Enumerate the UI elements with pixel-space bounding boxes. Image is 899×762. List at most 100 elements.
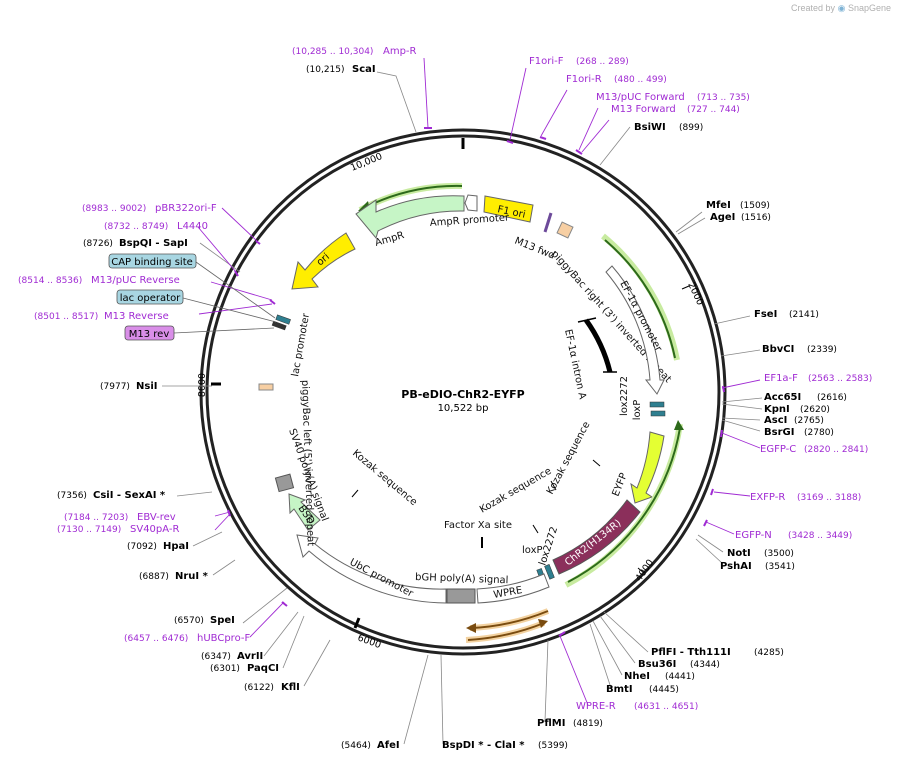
primer-name-14: M13/pUC Reverse: [91, 275, 180, 286]
enzyme-name-25: CsiI - SexAI *: [93, 490, 166, 501]
enzyme-name-21: AvrII: [237, 651, 263, 662]
enzyme-pos-9: (2780): [804, 428, 834, 438]
kozak-marker-1: [592, 459, 601, 467]
enzyme-name-27: BspQI - SapI: [119, 238, 188, 249]
enzyme-pos-8: (2765): [794, 416, 824, 426]
enzyme-name-13: Bsu36I: [638, 659, 676, 670]
m13-rev-label: M13 rev: [129, 329, 170, 340]
eyfp-feature: [630, 431, 665, 504]
plasmid-size: 10,522 bp: [438, 403, 489, 414]
enzyme-pos-13: (4344): [690, 660, 720, 670]
orange-arrow-head-2: [538, 619, 548, 628]
brand-name: SnapGene: [847, 3, 891, 13]
boxed-labels: CAP binding site lac operator M13 rev: [108, 253, 197, 341]
primer-pos-7: (3169 .. 3188): [797, 493, 861, 503]
enzyme-pos-24: (7092): [127, 542, 157, 552]
enzyme-pos-4: (2141): [789, 310, 819, 320]
primer-pos-13: (8501 .. 8517): [34, 312, 98, 322]
enzyme-pos-27: (8726): [83, 239, 113, 249]
enzyme-name-15: BmtI: [606, 684, 633, 695]
enzyme-pos-2: (1509): [740, 201, 770, 211]
cap-binding-site-box: [108, 253, 197, 269]
primer-name-12: SV40pA-R: [130, 524, 179, 535]
factor-xa-label: Factor Xa site: [444, 520, 512, 531]
enzyme-name-9: BsrGI: [764, 427, 794, 438]
primer-pos-0: (10,285 .. 10,304): [292, 47, 373, 57]
ef1a-arrow-line: [604, 239, 676, 359]
lox2272-box-top: [649, 401, 665, 408]
backbone-inner: [205, 134, 721, 650]
enzyme-name-12: PflFI - Tth111I: [651, 647, 731, 658]
primer-pos-12: (7130 .. 7149): [57, 525, 121, 535]
enzyme-name-8: AscI: [764, 415, 787, 426]
enzyme-pos-21: (6347): [201, 652, 231, 662]
enzyme-name-3: AgeI: [710, 212, 735, 223]
enzyme-name-14: NheI: [624, 671, 650, 682]
enzyme-pos-3: (1516): [741, 213, 771, 223]
primer-pos-3: (713 .. 735): [697, 93, 750, 103]
primer-labels: (10,285 .. 10,304) Amp-R F1ori-F (268 ..…: [18, 46, 872, 712]
enzyme-pos-14: (4441): [665, 672, 695, 682]
ef1a-intron-end: [577, 317, 597, 323]
enzyme-pos-1: (899): [679, 123, 703, 133]
enzyme-name-20: PaqCI: [247, 663, 279, 674]
enzyme-name-6: Acc65I: [764, 392, 801, 403]
tick-label-8000: 8000: [197, 373, 208, 397]
f1-ori-feature: [483, 195, 534, 223]
ori-feature: [291, 232, 356, 290]
primer-pos-16: (8983 .. 9002): [82, 204, 146, 214]
primer-name-3: M13/pUC Forward: [596, 92, 685, 103]
cap-binding-site-label: CAP binding site: [111, 257, 193, 268]
primer-name-15: L4440: [177, 221, 208, 232]
primer-marks: [227, 127, 725, 637]
enzyme-name-4: FseI: [754, 309, 777, 320]
wpre-label: WPRE: [493, 585, 524, 601]
snapgene-brand: Created by ◉ SnapGene: [791, 3, 891, 14]
bsd-feature: [288, 493, 321, 531]
enzyme-pos-22: (6570): [174, 616, 204, 626]
loxp-label-top: loxP: [632, 400, 643, 421]
primer-pos-11: (7184 .. 7203): [64, 513, 128, 523]
m13-fwd-label: M13 fwd: [513, 236, 556, 262]
lac-operator-label: lac operator: [120, 293, 181, 304]
primer-name-10: hUBCpro-F: [197, 633, 250, 644]
enzyme-name-7: KpnI: [764, 404, 790, 415]
orange-arrow-head-1: [466, 623, 476, 633]
primer-pos-1: (268 .. 289): [576, 57, 629, 67]
m13-fwd-mark: [543, 212, 553, 233]
enzyme-pos-0: (10,215): [306, 65, 345, 75]
primer-name-9: WPRE-R: [576, 701, 616, 712]
primer-pos-4: (727 .. 744): [687, 105, 740, 115]
backbone-minor-ticks: [637, 285, 690, 574]
backbone-outer: [199, 128, 727, 656]
enzyme-name-2: MfeI: [706, 200, 731, 211]
primer-pos-2: (480 .. 499): [614, 75, 667, 85]
primer-pos-9: (4631 .. 4651): [634, 702, 698, 712]
primer-name-13: M13 Reverse: [104, 311, 169, 322]
kozak-label-2: Kozak sequence: [478, 466, 553, 516]
brand-prefix: Created by: [791, 3, 836, 13]
ef1a-intron-label: EF-1α intron A: [562, 328, 588, 400]
enzyme-pos-16: (4819): [573, 719, 603, 729]
bgh-polya-feature: [446, 588, 476, 604]
kozak-label-1: Kozak sequence: [545, 420, 593, 496]
lox2272-box-bottom: [544, 564, 555, 580]
kozak-marker-4: [351, 489, 359, 498]
enzyme-name-19: KflI: [281, 682, 300, 693]
piggybac-left-box: [258, 383, 274, 391]
lox2272-label-top: lox2272: [619, 376, 630, 416]
enzyme-pos-10: (3500): [764, 549, 794, 559]
primer-pos-6: (2820 .. 2841): [804, 445, 868, 455]
enzyme-name-22: SpeI: [210, 615, 235, 626]
enzyme-name-16: PflMI: [537, 718, 565, 729]
enzyme-name-10: NotI: [727, 548, 751, 559]
primer-name-7: EXFP-R: [750, 492, 785, 503]
primer-pos-10: (6457 .. 6476): [124, 634, 188, 644]
enzyme-name-11: PshAI: [720, 561, 752, 572]
enzyme-name-5: BbvCI: [762, 344, 794, 355]
eyfp-label: EYFP: [611, 472, 630, 499]
chr2-label: ChR2(H134R): [563, 518, 623, 569]
enzyme-pos-7: (2620): [800, 405, 830, 415]
tick-label-6000: 6000: [356, 632, 382, 651]
enzyme-name-1: BsiWI: [634, 122, 666, 133]
